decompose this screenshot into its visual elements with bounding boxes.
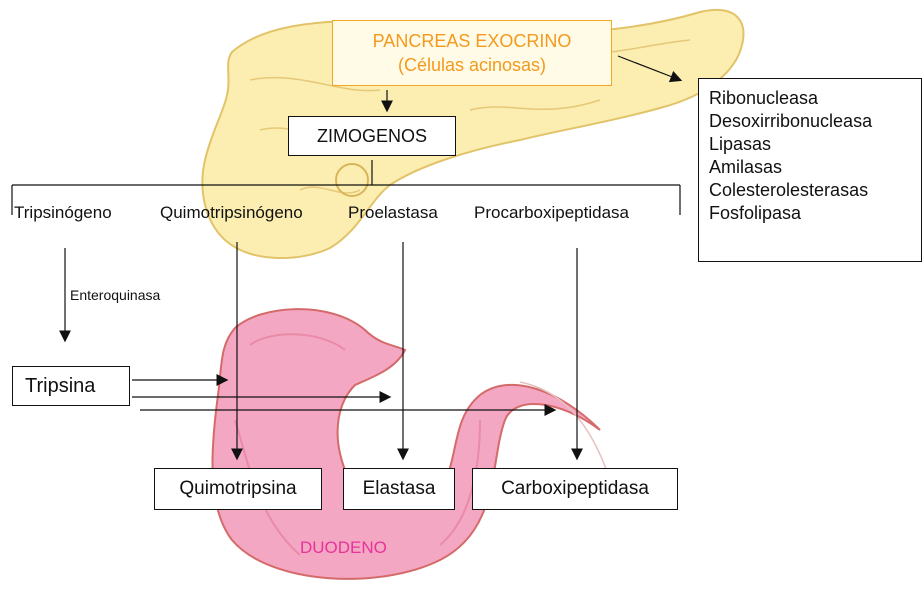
precursor-quimotripsinogeno: Quimotripsinógeno (160, 203, 303, 223)
enzyme-item: Desoxirribonucleasa (709, 110, 921, 133)
enzyme-item: Amilasas (709, 156, 921, 179)
carboxipeptidasa-label: Carboxipeptidasa (501, 478, 649, 499)
zimogenos-box: ZIMOGENOS (288, 116, 456, 156)
duodenum-illustration (212, 309, 610, 579)
tripsina-box: Tripsina (12, 366, 130, 406)
duodeno-label: DUODENO (300, 538, 387, 558)
enteroquinasa-label: Enteroquinasa (70, 287, 160, 303)
enzymes-list: Ribonucleasa Desoxirribonucleasa Lipasas… (698, 78, 922, 262)
enzyme-item: Fosfolipasa (709, 202, 921, 225)
quimotripsina-box: Quimotripsina (154, 468, 322, 510)
title-line1: PANCREAS EXOCRINO (333, 29, 611, 53)
elastasa-label: Elastasa (363, 478, 436, 499)
tripsina-label: Tripsina (25, 375, 95, 397)
carboxipeptidasa-box: Carboxipeptidasa (472, 468, 678, 510)
enzyme-item: Ribonucleasa (709, 87, 921, 110)
pancreas-exocrino-box: PANCREAS EXOCRINO (Células acinosas) (332, 20, 612, 86)
precursor-proelastasa: Proelastasa (348, 203, 438, 223)
quimotripsina-label: Quimotripsina (179, 478, 296, 499)
precursor-procarboxipeptidasa: Procarboxipeptidasa (474, 203, 629, 223)
precursor-tripsinogeno: Tripsinógeno (14, 203, 112, 223)
enzyme-item: Colesterolesterasas (709, 179, 921, 202)
zimogenos-label: ZIMOGENOS (317, 126, 427, 146)
title-line2: (Células acinosas) (333, 53, 611, 77)
elastasa-box: Elastasa (343, 468, 455, 510)
enzyme-item: Lipasas (709, 133, 921, 156)
